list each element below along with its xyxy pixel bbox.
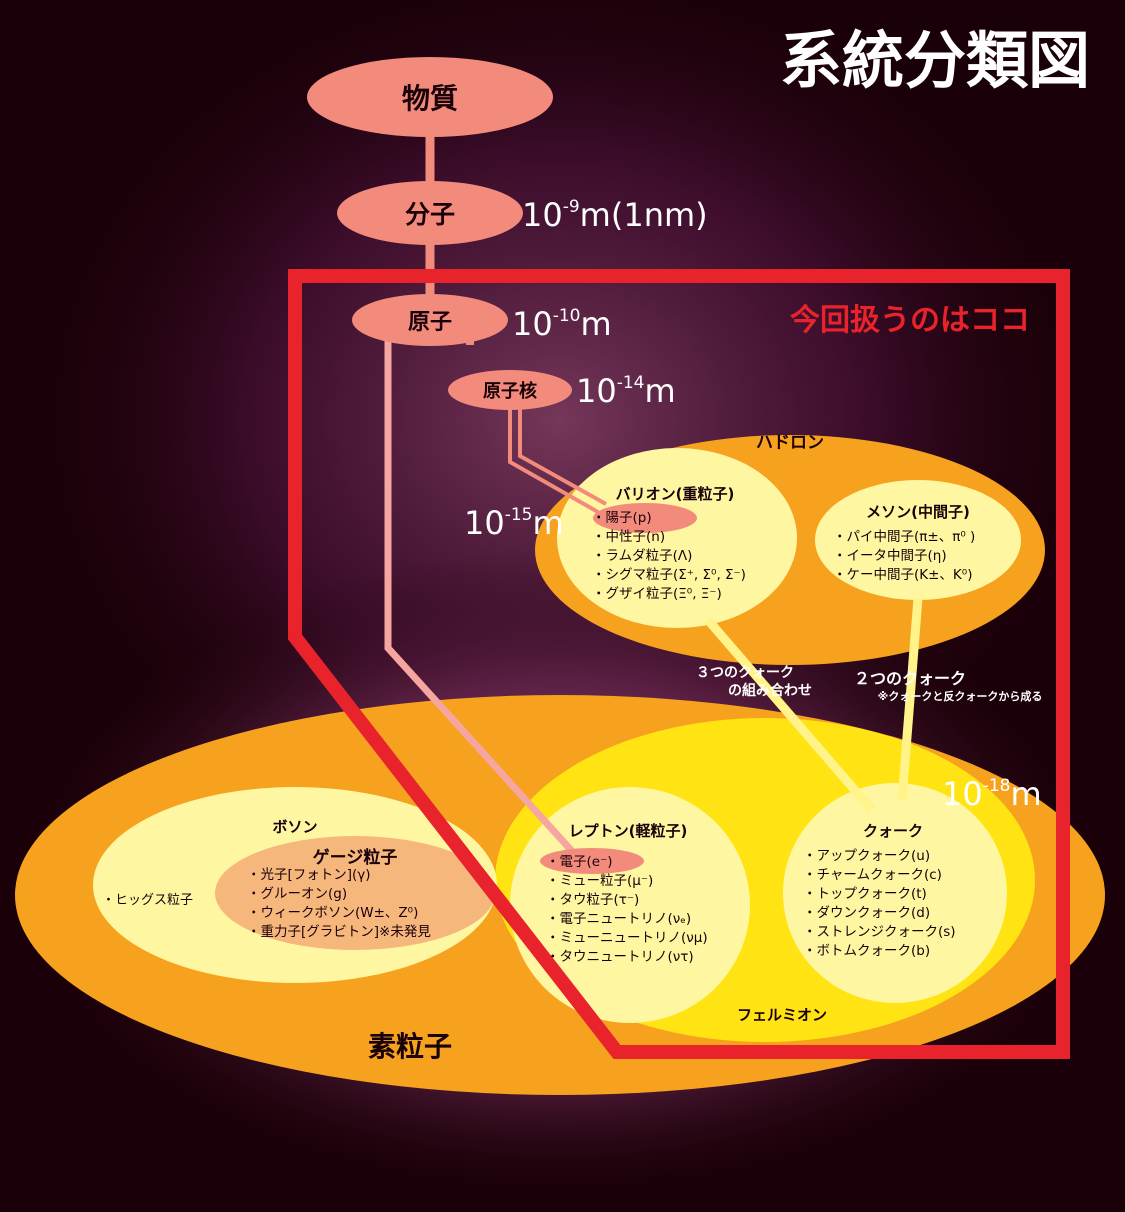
page-title: 系統分類図 [780,24,1090,97]
quark-item: ・ダウンクォーク(d) [803,905,930,921]
link-nucleus-proton-a [508,395,599,514]
quark-circle [783,783,1007,1003]
higgs-label: ・ヒッグス粒子 [102,893,193,908]
meson-item-list: ・パイ中間子(π±、π⁰ ) ・イータ中間子(η) ・ケー中間子(K±、K⁰) [833,529,975,583]
quark-item: ・ボトムクォーク(b) [803,943,930,959]
node-atom [352,294,508,346]
focus-area-border [288,269,1070,1059]
node-matter-label: 物質 [402,82,458,115]
link-nucleus-proton-b [518,395,607,506]
meson-item: ・イータ中間子(η) [833,548,947,564]
gauge-item: ・光子[フォトン](γ) [247,867,371,883]
link-atom-electron [384,330,583,863]
gauge-particle-ellipse [215,836,495,950]
lepton-item: ・ミュー粒子(μ⁻) [546,873,653,889]
gauge-title: ゲージ粒子 [313,847,398,868]
scale-atom: 10-10m [512,305,612,343]
proton-highlight [593,503,697,533]
quark-item: ・トップクォーク(t) [803,886,927,902]
two-quarks-label: ２つのクォーク [854,669,966,688]
baryon-item-list: ・陽子(p) ・中性子(n) ・ラムダ粒子(Λ) ・シグマ粒子(Σ⁺, Σ⁰, Σ⁻)… [592,510,746,602]
link-baryon-quark [704,617,876,813]
lepton-item: ・タウ粒子(τ⁻) [546,892,639,908]
baryon-circle [557,448,797,628]
scale-quark: 10-18m [942,775,1042,813]
baryon-item: ・グザイ粒子(Ξ⁰, Ξ⁻) [592,586,722,602]
gauge-item: ・グルーオン(g) [247,886,347,902]
scale-nucleus: 10-14m [576,372,676,410]
node-molecule [337,181,523,245]
focus-area-label: 今回扱うのはココ [790,303,1030,338]
node-nucleus [448,370,572,410]
fermion-label: フェルミオン [737,1006,827,1024]
meson-item: ・ケー中間子(K±、K⁰) [833,567,972,583]
quark-item: ・チャームクォーク(c) [803,867,942,883]
quark-title: クォーク [863,822,923,840]
baryon-item: ・中性子(n) [592,529,665,545]
meson-circle [815,480,1021,600]
link-meson-quark [897,597,923,801]
node-molecule-label: 分子 [405,200,455,229]
meson-item: ・パイ中間子(π±、π⁰ ) [833,529,975,545]
elementary-label: 素粒子 [368,1030,452,1063]
gauge-item: ・重力子[グラビトン]※未発見 [247,924,431,940]
baryon-item: ・ラムダ粒子(Λ) [592,548,692,564]
lepton-item: ・タウニュートリノ(ντ) [546,949,694,965]
meson-title: メソン(中間子) [866,503,970,521]
baryon-item: ・シグマ粒子(Σ⁺, Σ⁰, Σ⁻) [592,567,746,583]
lepton-item-list: ・電子(e⁻) ・ミュー粒子(μ⁻) ・タウ粒子(τ⁻) ・電子ニュートリノ(νₑ) ・… [546,854,708,965]
quark-item: ・アップクォーク(u) [803,848,930,864]
lepton-item: ・ミューニュートリノ(νμ) [546,930,708,946]
boson-label: ボソン [272,818,317,836]
node-matter [307,57,553,137]
quark-item-list: ・アップクォーク(u) ・チャームクォーク(c) ・トップクォーク(t) ・ダウンクォ… [803,848,956,959]
lepton-title: レプトン(軽粒子) [569,822,688,840]
three-quarks-label-1: ３つのクォーク [696,665,794,681]
scale-molecule: 10-9m(1nm) [522,196,708,234]
lepton-item: ・電子(e⁻) [546,854,612,870]
node-atom-label: 原子 [408,310,452,335]
baryon-title: バリオン(重粒子) [616,485,735,503]
gauge-item-list: ・光子[フォトン](γ) ・グルーオン(g) ・ウィークボソン(W±、Z⁰) ・重力子… [247,867,431,940]
baryon-item: ・陽子(p) [592,510,652,526]
three-quarks-label-2: の組み合わせ [728,682,812,699]
lepton-item: ・電子ニュートリノ(νₑ) [546,911,691,927]
electron-highlight [540,848,644,874]
hadron-label: ハドロン [756,433,824,453]
scale-hadron: 10-15m [464,504,564,542]
two-quarks-note: ※クォークと反クォークから成る [878,689,1043,703]
gauge-item: ・ウィークボソン(W±、Z⁰) [247,905,418,921]
quark-item: ・ストレンジクォーク(s) [803,924,956,940]
node-nucleus-label: 原子核 [483,380,537,402]
